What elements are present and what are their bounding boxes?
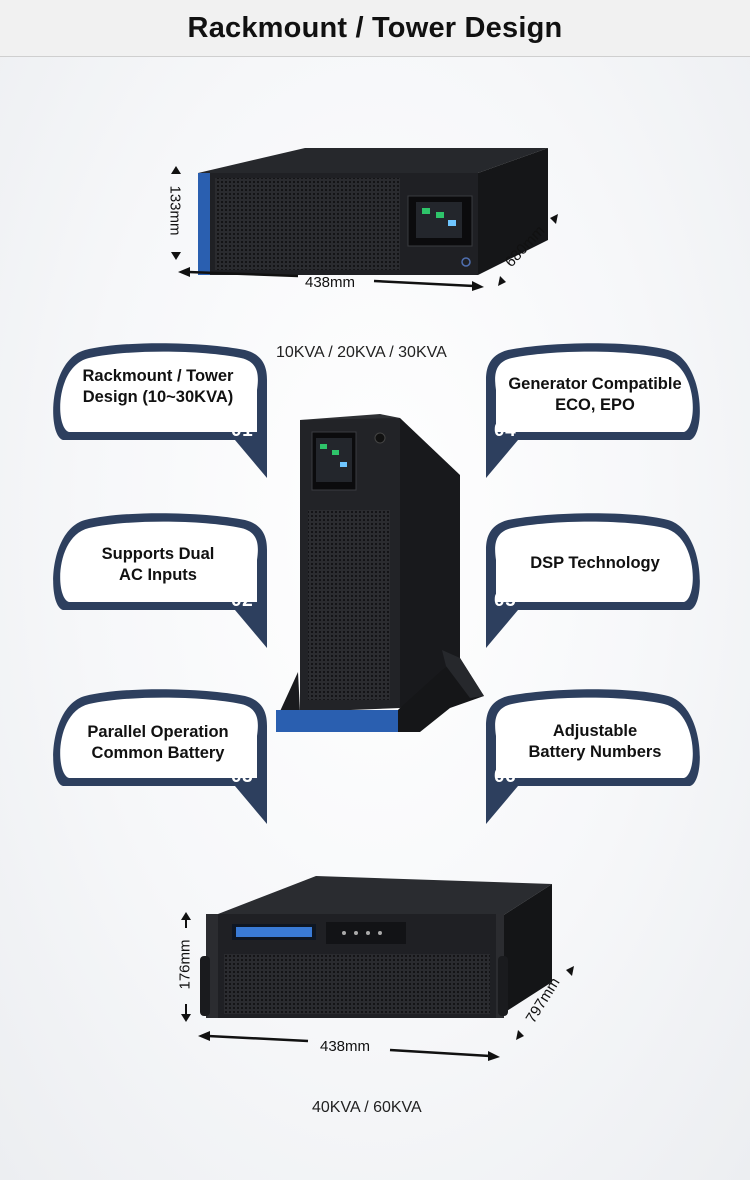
feature-line: Battery Numbers <box>528 743 662 761</box>
feature-line: Supports Dual <box>101 545 215 563</box>
feature-text: Adjustable Battery Numbers <box>488 721 702 763</box>
feature-line: AC Inputs <box>119 566 197 584</box>
tower-ups-image <box>276 414 484 732</box>
width-label-bottom: 438mm <box>320 1038 371 1055</box>
feature-line: Parallel Operation <box>87 723 229 741</box>
page-title: Rackmount / Tower Design <box>187 11 563 44</box>
width-arrow-bottom <box>198 1031 500 1061</box>
feature-text: Parallel Operation Common Battery <box>51 722 265 764</box>
feature-line: Generator Compatible <box>508 375 682 393</box>
capacity-label-top: 10KVA / 20KVA / 30KVA <box>276 344 447 361</box>
feature-number: 03 <box>231 766 254 787</box>
bubble-shape <box>53 513 268 648</box>
feature-number: 06 <box>494 766 517 787</box>
feature-bubble-04: Generator Compatible ECO, EPO 04 <box>482 340 708 480</box>
feature-line: DSP Technology <box>530 554 660 572</box>
capacity-label-bottom: 40KVA / 60KVA <box>312 1099 422 1116</box>
feature-bubble-01: Rackmount / Tower Design (10~30KVA) 01 <box>45 340 271 480</box>
feature-bubble-05: DSP Technology 05 <box>482 510 708 650</box>
feature-text: DSP Technology <box>488 553 702 574</box>
bubble-shape <box>486 689 700 824</box>
title-bar: Rackmount / Tower Design <box>0 0 750 57</box>
feature-text: Generator Compatible ECO, EPO <box>488 374 702 416</box>
feature-number: 02 <box>231 590 254 611</box>
feature-number: 01 <box>231 420 254 441</box>
feature-line: Adjustable <box>552 722 638 740</box>
feature-bubble-03: Parallel Operation Common Battery 03 <box>45 686 271 826</box>
feature-text: Rackmount / Tower Design (10~30KVA) <box>51 366 265 408</box>
height-arrow-bottom <box>181 912 191 1022</box>
height-label-bottom: 176mm <box>176 939 194 990</box>
feature-bubble-02: Supports Dual AC Inputs 02 <box>45 510 271 650</box>
feature-line: Rackmount / Tower <box>82 367 234 385</box>
bubble-shape <box>53 343 268 478</box>
feature-bubble-06: Adjustable Battery Numbers 06 <box>482 686 708 826</box>
bubble-shape <box>486 343 700 478</box>
feature-number: 05 <box>494 590 517 611</box>
feature-line: Common Battery <box>91 744 225 762</box>
rack-ups-top-image <box>198 148 548 275</box>
width-arrow-top <box>178 267 484 291</box>
bubble-shape <box>486 513 700 648</box>
depth-arrow-bottom <box>516 966 574 1040</box>
rack-ups-bottom-image <box>200 876 552 1018</box>
width-label-top: 438mm <box>305 274 356 291</box>
height-label-top: 133mm <box>166 185 184 236</box>
depth-arrow-top <box>498 214 558 286</box>
height-arrow-top <box>171 166 181 260</box>
feature-line: ECO, EPO <box>555 396 635 414</box>
feature-text: Supports Dual AC Inputs <box>51 544 265 586</box>
feature-line: Design (10~30KVA) <box>82 388 234 406</box>
bubble-shape <box>53 689 268 824</box>
feature-number: 04 <box>494 420 517 441</box>
